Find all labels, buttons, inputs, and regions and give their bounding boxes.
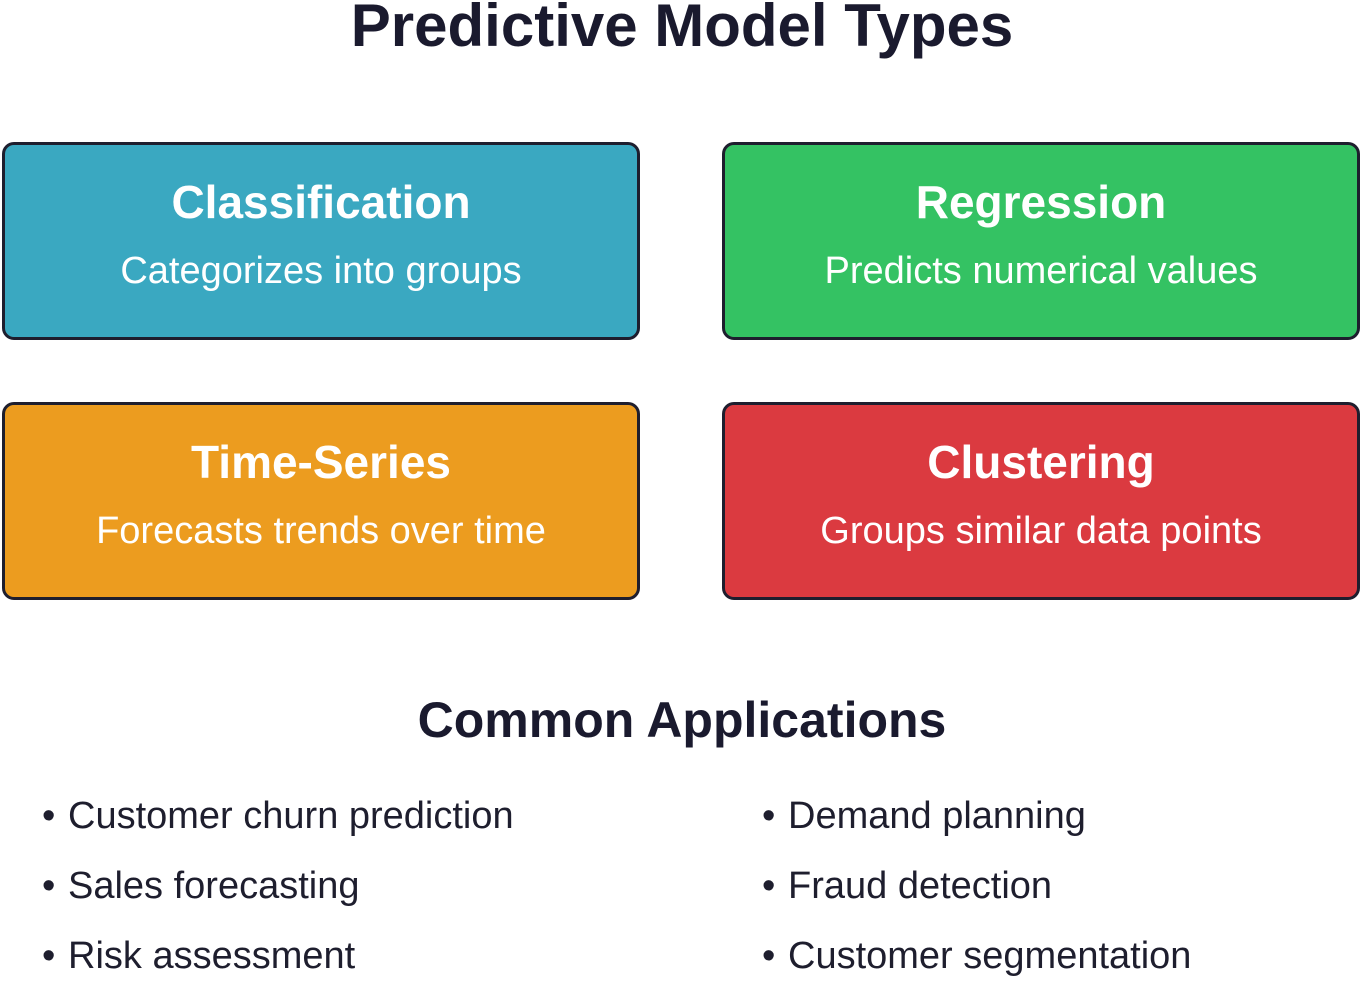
application-label: Risk assessment [68, 935, 356, 977]
bullet-icon: • [762, 935, 776, 977]
bullet-icon: • [762, 795, 776, 837]
application-item: • Customer churn prediction [42, 792, 514, 862]
bullet-icon: • [42, 795, 56, 837]
model-card-clustering: Clustering Groups similar data points [722, 402, 1360, 600]
model-card-title: Classification [171, 176, 471, 228]
application-label: Demand planning [788, 795, 1086, 837]
model-card-description: Forecasts trends over time [96, 510, 546, 552]
model-card-description: Categorizes into groups [120, 250, 522, 292]
application-item: • Sales forecasting [42, 862, 514, 932]
bullet-icon: • [762, 865, 776, 907]
applications-list-left: • Customer churn prediction • Sales foreca… [42, 792, 514, 1002]
bullet-icon: • [42, 935, 56, 977]
application-label: Fraud detection [788, 865, 1053, 907]
model-card-classification: Classification Categorizes into groups [2, 142, 640, 340]
applications-heading: Common Applications [417, 692, 947, 748]
application-label: Customer segmentation [788, 935, 1192, 977]
model-card-title: Regression [915, 176, 1167, 228]
page-title: Predictive Model Types [350, 0, 1014, 59]
application-item: • Demand planning [762, 792, 1191, 862]
model-card-regression: Regression Predicts numerical values [722, 142, 1360, 340]
model-card-description: Predicts numerical values [824, 250, 1258, 292]
applications-list-right: • Demand planning • Fraud detection • Custo… [762, 792, 1191, 1002]
application-item: • Risk assessment [42, 932, 514, 1002]
model-card-title: Clustering [927, 436, 1155, 488]
application-item: • Customer segmentation [762, 932, 1191, 1002]
model-card-time-series: Time-Series Forecasts trends over time [2, 402, 640, 600]
model-card-description: Groups similar data points [820, 510, 1262, 552]
bullet-icon: • [42, 865, 56, 907]
model-card-title: Time-Series [191, 436, 451, 488]
application-label: Customer churn prediction [68, 795, 514, 837]
application-label: Sales forecasting [68, 865, 360, 907]
application-item: • Fraud detection [762, 862, 1191, 932]
